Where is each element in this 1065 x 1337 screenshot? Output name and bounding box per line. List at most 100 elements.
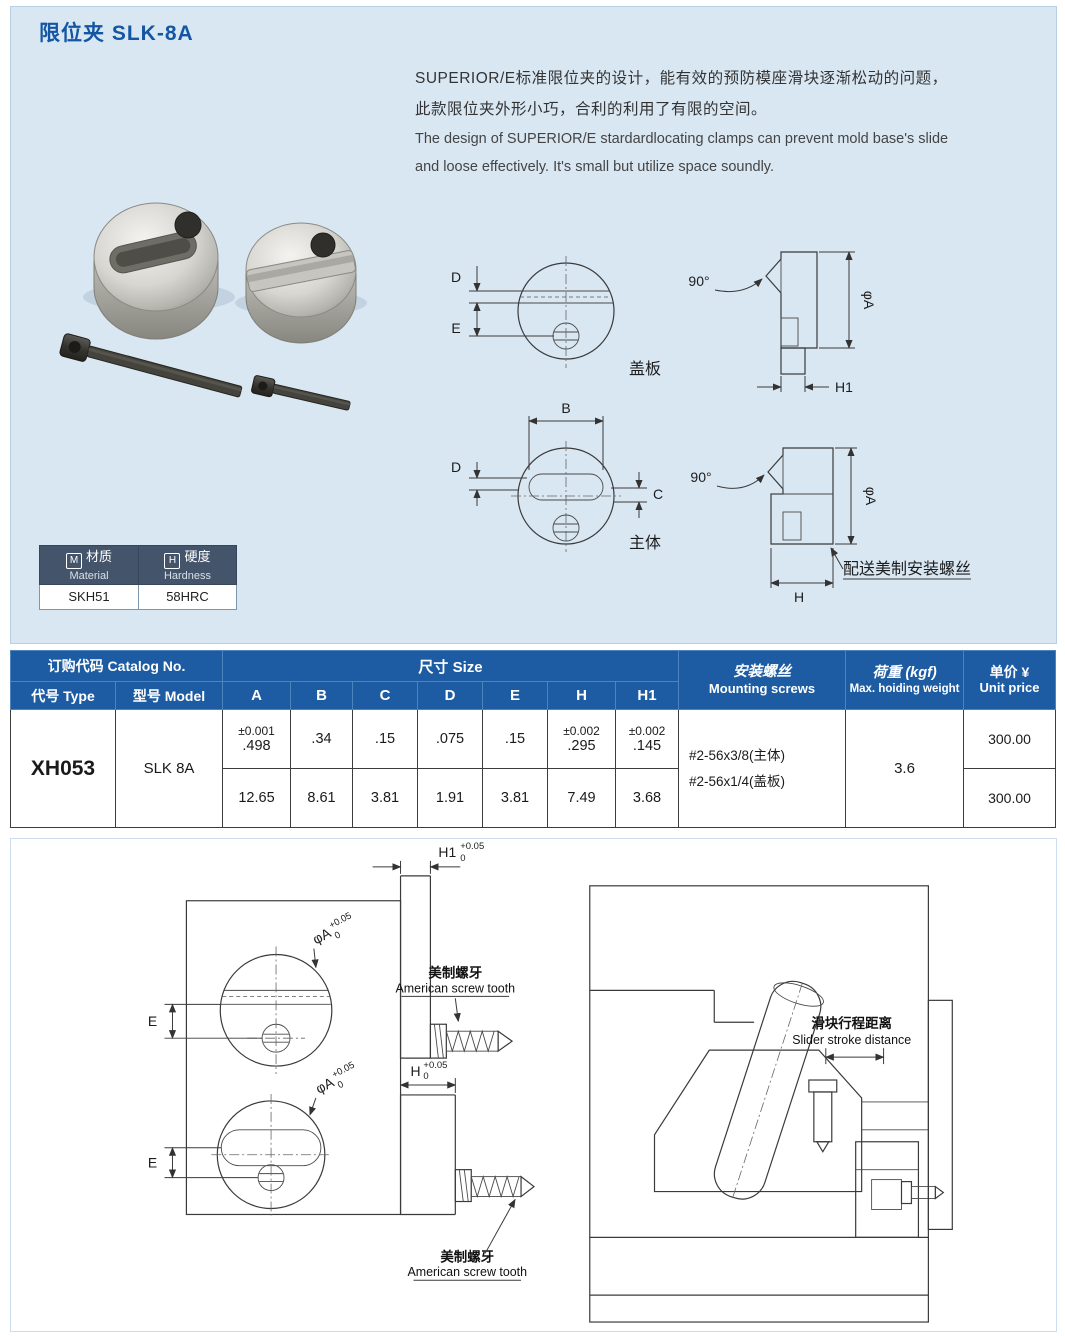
cover-label: 盖板 (629, 360, 661, 378)
cell-a-val: .498 (242, 737, 271, 754)
cell-h-mm: 7.49 (547, 768, 617, 828)
cell-type: XH053 (10, 709, 116, 828)
slider-stroke-note: 滑块行程距离 Slider stroke distance (792, 1015, 911, 1065)
h1-tol-zero: 0 (460, 853, 465, 864)
hardness-label-en: Hardness (163, 570, 212, 582)
cell-mounting-screws: #2-56x3/8(主体) #2-56x1/4(盖板) (678, 709, 847, 828)
cell-h1-val: .145 (632, 737, 662, 754)
header-dim-h: H (547, 681, 617, 710)
material-label-en: Material (69, 570, 109, 582)
cover-dim-h1: H1 (757, 376, 853, 395)
top-panel: 限位夹 SLK-8A SUPERIOR/E标准限位夹的设计，能有效的预防模座滑块… (10, 6, 1057, 644)
slider-core-pin (713, 980, 824, 1200)
body-side-view (767, 447, 834, 545)
cell-d-inch: .075 (417, 709, 484, 769)
cell-b-mm: 8.61 (290, 768, 354, 828)
cell-model: SLK 8A (114, 709, 224, 828)
installation-diagrams: E E φA +0.05 0 φA +0.05 0 (148, 841, 953, 1323)
cell-h-inch: ±0.002 .295 (547, 709, 617, 769)
hardness-value: 58HRC (138, 585, 237, 610)
dim-label-c: C (653, 486, 663, 502)
dim-h1: H1 +0.05 0 (372, 841, 484, 874)
header-mounting-cn: 安装螺丝 (733, 664, 792, 680)
cell-h-val: .295 (567, 737, 596, 754)
phiA-top-tol-zero: 0 (333, 930, 343, 942)
spec-table: 订购代码 Catalog No. 尺寸 Size 安装螺丝 Mounting s… (9, 650, 1057, 828)
american-cn-bottom: 美制螺牙 (440, 1248, 494, 1264)
phiA-bottom-tol-plus: +0.05 (330, 1060, 356, 1081)
header-catalog-no: 订购代码 Catalog No. (9, 650, 224, 682)
cell-e-inch: .15 (482, 709, 549, 769)
clamp-cover-part (93, 202, 219, 340)
american-en-bottom: American screw tooth (407, 1265, 527, 1279)
short-screw (251, 375, 351, 411)
install-screw-top (429, 1023, 514, 1059)
intro-cn-line2: 此款限位夹外形小巧，合利的利用了有限的空间。 (415, 101, 768, 118)
cell-c-inch: .15 (352, 709, 419, 769)
header-dim-b: B (290, 681, 354, 710)
cell-h1-tol: ±0.002 (628, 723, 666, 738)
header-price-cn: 单价 ¥ (989, 664, 1030, 680)
mounting-line1: #2-56x3/8(主体) (689, 747, 786, 763)
install-screw-bottom (454, 1169, 535, 1203)
slider-stroke-cn: 滑块行程距离 (811, 1015, 892, 1031)
american-en-top: American screw tooth (396, 981, 516, 995)
dim-phiA-top: φA +0.05 0 (310, 910, 354, 969)
american-screw-note-top: 美制螺牙 American screw tooth (396, 964, 516, 1023)
long-screw (59, 333, 243, 398)
dim-label-h1: H1 (438, 844, 456, 860)
dim-label-90: 90° (688, 273, 709, 289)
header-type: 代号 Type (10, 681, 116, 710)
dimension-diagrams: D E 盖板 90° φA (451, 251, 971, 605)
body-dim-phiA: φA (835, 447, 879, 545)
hardness-label-cn: 硬度 (184, 549, 211, 564)
cover-dim-e: E (451, 302, 554, 337)
american-cn-top: 美制螺牙 (428, 964, 482, 980)
header-size: 尺寸 Size (222, 650, 680, 682)
cell-d-mm: 1.91 (417, 768, 484, 828)
header-price-en: Unit price (979, 680, 1040, 695)
cell-weight: 3.6 (845, 709, 965, 828)
cell-c-mm: 3.81 (352, 768, 419, 828)
cover-dim-phiA: φA (819, 251, 877, 349)
header-mounting-screws: 安装螺丝 Mounting screws (678, 650, 847, 710)
dim-label-b: B (561, 400, 570, 416)
dim-h: H +0.05 0 (399, 1060, 457, 1093)
installation-panel: E E φA +0.05 0 φA +0.05 0 (10, 838, 1057, 1332)
body-label: 主体 (629, 534, 661, 552)
cover-top-view (517, 256, 615, 368)
phiA-top-tol-plus: +0.05 (327, 910, 353, 931)
cell-price-2: 300.00 (963, 768, 1057, 828)
american-screw-note-bottom: 美制螺牙 American screw tooth (407, 1198, 527, 1281)
header-dim-c: C (352, 681, 419, 710)
dim-label-90b: 90° (690, 469, 711, 485)
h-tol-zero: 0 (423, 1071, 428, 1082)
header-dim-e: E (482, 681, 549, 710)
screw-note-text: 配送美制安装螺丝 (843, 560, 971, 578)
clamp-body-part (245, 222, 357, 344)
dim-label-phiA: φA (861, 291, 877, 310)
slider-stroke-en: Slider stroke distance (792, 1033, 911, 1047)
header-dim-a: A (222, 681, 292, 710)
body-top-view (511, 441, 621, 552)
dim-label-d2: D (451, 459, 461, 475)
body-angle-note: 90° (690, 469, 765, 489)
h-tol-plus: +0.05 (423, 1060, 447, 1071)
header-unit-price: 单价 ¥ Unit price (963, 650, 1057, 710)
header-dim-h1: H1 (615, 681, 680, 710)
cell-a-mm: 12.65 (222, 768, 292, 828)
body-dim-h: H (770, 548, 834, 605)
dim-label-e-top: E (148, 1013, 157, 1029)
phiA-bottom-tol-zero: 0 (336, 1079, 346, 1091)
cover-dim-d: D (451, 266, 523, 326)
dim-label-phiA2: φA (863, 487, 879, 506)
dim-e-bottom: E (148, 1146, 259, 1179)
material-label-cn: 材质 (85, 549, 112, 564)
cover-side-view (765, 251, 818, 375)
cell-e-mm: 3.81 (482, 768, 549, 828)
cell-b-inch: .34 (290, 709, 354, 769)
dim-label-h: H (410, 1063, 420, 1079)
